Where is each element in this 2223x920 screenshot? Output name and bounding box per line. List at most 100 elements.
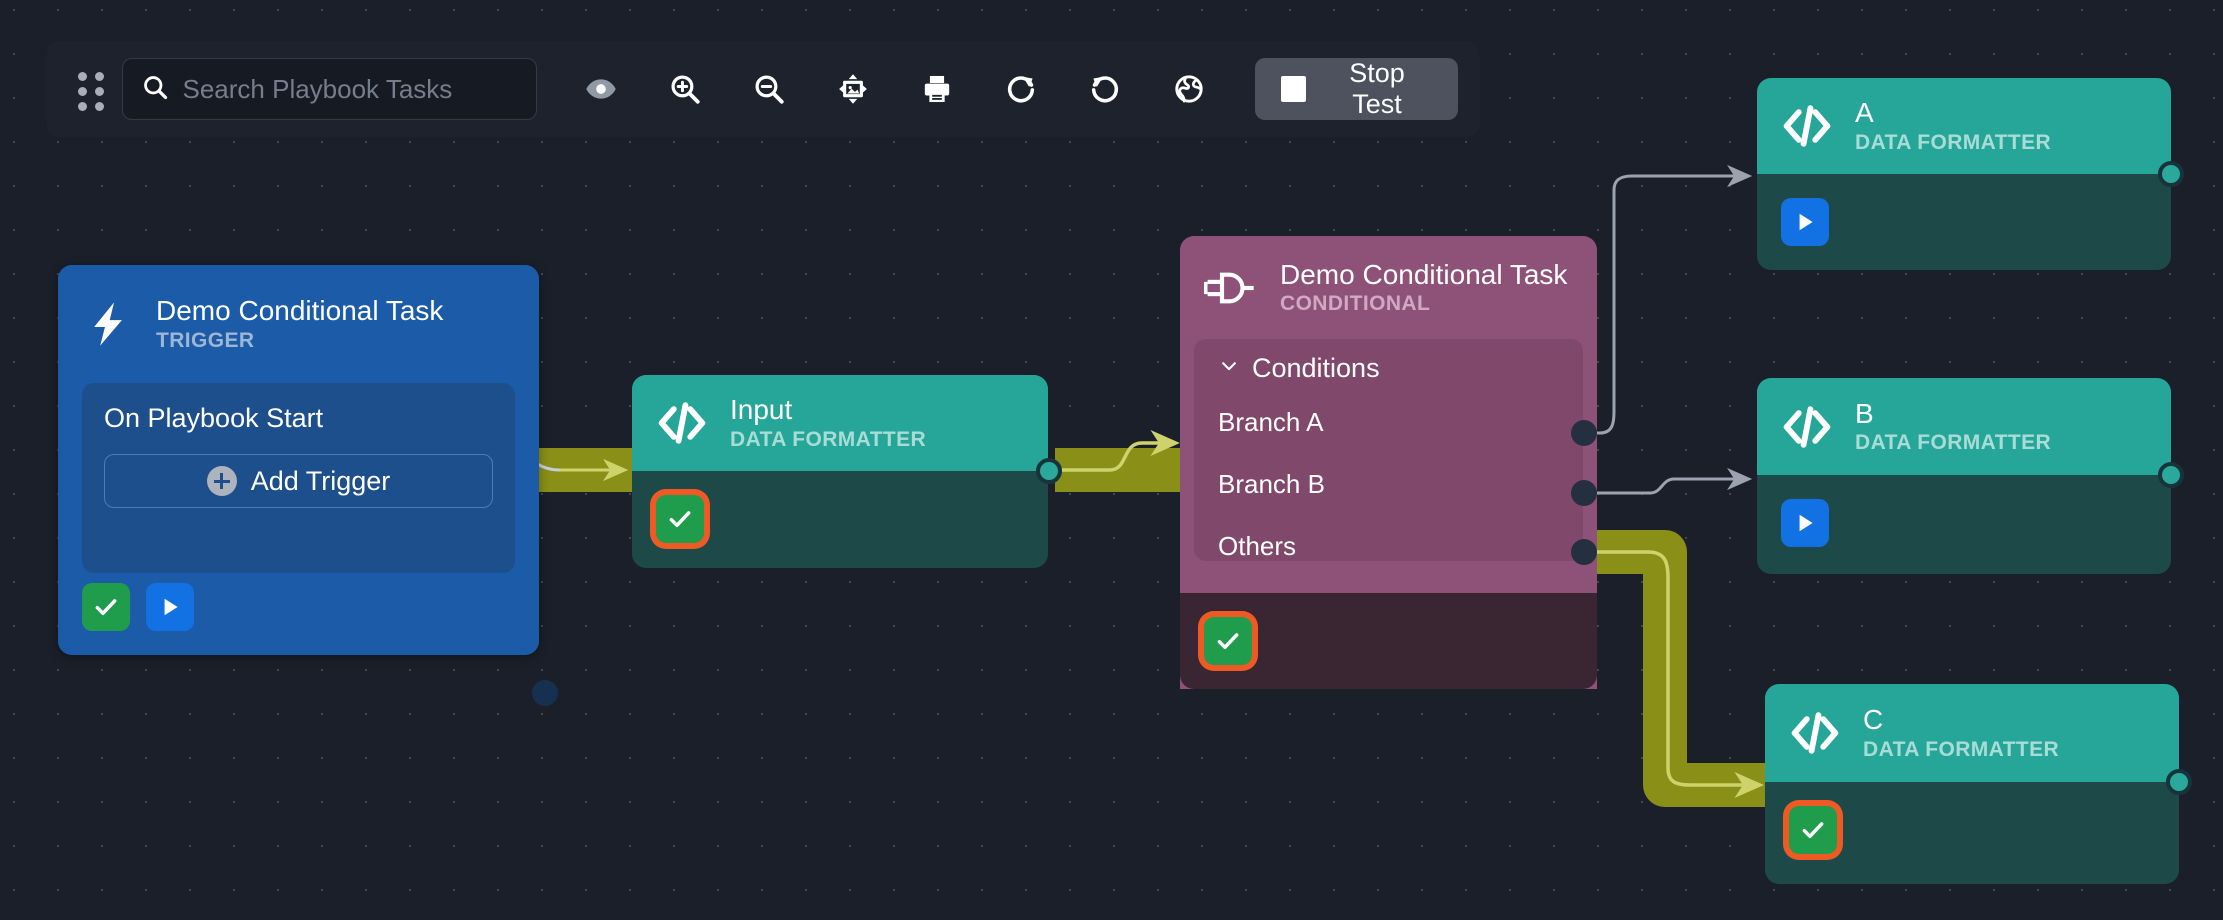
redo-icon <box>1004 72 1038 106</box>
toggle-visibility-button[interactable] <box>559 58 643 120</box>
code-brackets-icon <box>656 397 708 449</box>
node-conditional[interactable]: Demo Conditional Task CONDITIONAL Condit… <box>1180 236 1597 689</box>
node-input-header[interactable]: Input DATA FORMATTER <box>632 375 1048 471</box>
node-c-badges <box>1789 806 1837 854</box>
node-b-body <box>1757 475 2171 574</box>
play-icon <box>1792 510 1818 536</box>
node-c[interactable]: C DATA FORMATTER <box>1765 684 2179 884</box>
others-output-port[interactable] <box>1571 539 1597 565</box>
node-trigger[interactable]: Demo Conditional Task TRIGGER On Playboo… <box>58 265 539 655</box>
node-b-header[interactable]: B DATA FORMATTER <box>1757 378 2171 475</box>
edge-input-to-conditional <box>1053 443 1180 470</box>
status-success-badge[interactable] <box>1789 806 1837 854</box>
run-badge[interactable] <box>1781 198 1829 246</box>
logic-gate-icon <box>1204 268 1258 308</box>
drag-dots-icon[interactable] <box>78 72 108 106</box>
eye-icon <box>584 72 618 106</box>
zoom-out-button[interactable] <box>727 58 811 120</box>
node-trigger-body: On Playbook Start Add Trigger <box>58 383 539 655</box>
zoom-out-icon <box>752 72 786 106</box>
input-output-port[interactable] <box>1036 458 1062 484</box>
chevron-down-icon <box>1218 355 1240 382</box>
play-icon <box>1792 209 1818 235</box>
canvas-toolbar: Stop Test <box>46 41 1480 137</box>
conditions-toggle[interactable]: Conditions <box>1194 353 1583 384</box>
search-playbook-tasks[interactable] <box>122 58 537 120</box>
node-a-output-port[interactable] <box>2158 161 2184 187</box>
play-icon <box>157 594 183 620</box>
check-icon <box>1214 627 1242 655</box>
edge-others-to-c <box>1586 552 1765 785</box>
run-badge[interactable] <box>146 583 194 631</box>
trigger-output-port[interactable] <box>532 680 558 706</box>
globe-button[interactable] <box>1147 58 1231 120</box>
node-trigger-title: Demo Conditional Task <box>156 296 443 325</box>
node-input-title: Input <box>730 395 926 424</box>
toolbar-icon-group <box>559 58 1231 120</box>
edge-branch-b-to-b <box>1586 479 1742 493</box>
node-c-output-port[interactable] <box>2166 769 2192 795</box>
node-b-subtitle: DATA FORMATTER <box>1855 432 2051 454</box>
plus-circle-icon <box>207 466 237 496</box>
undo-icon <box>1088 72 1122 106</box>
trigger-config-panel: On Playbook Start Add Trigger <box>82 383 515 573</box>
node-a-body <box>1757 174 2171 270</box>
node-b[interactable]: B DATA FORMATTER <box>1757 378 2171 574</box>
stop-test-button[interactable]: Stop Test <box>1255 58 1459 120</box>
zoom-in-button[interactable] <box>643 58 727 120</box>
branch-b-output-port[interactable] <box>1571 480 1597 506</box>
status-success-badge[interactable] <box>656 495 704 543</box>
search-input[interactable] <box>183 74 518 105</box>
status-success-badge[interactable] <box>1204 617 1252 665</box>
node-c-header[interactable]: C DATA FORMATTER <box>1765 684 2179 782</box>
fit-to-screen-button[interactable] <box>811 58 895 120</box>
node-input-body <box>632 471 1048 568</box>
node-c-body <box>1765 782 2179 884</box>
node-input-badges <box>656 495 704 543</box>
zoom-in-icon <box>668 72 702 106</box>
add-trigger-button[interactable]: Add Trigger <box>104 454 493 508</box>
node-input[interactable]: Input DATA FORMATTER <box>632 375 1048 568</box>
condition-row-others[interactable]: Others <box>1194 522 1583 570</box>
node-a-header[interactable]: A DATA FORMATTER <box>1757 78 2171 174</box>
node-a-subtitle: DATA FORMATTER <box>1855 132 2051 154</box>
undo-button[interactable] <box>1063 58 1147 120</box>
status-success-badge[interactable] <box>82 583 130 631</box>
node-trigger-header[interactable]: Demo Conditional Task TRIGGER <box>58 265 539 383</box>
node-conditional-badges <box>1204 617 1252 665</box>
run-badge[interactable] <box>1781 499 1829 547</box>
code-brackets-icon <box>1781 100 1833 152</box>
conditions-panel: Conditions Branch A Branch B Others <box>1194 339 1583 561</box>
node-conditional-title: Demo Conditional Task <box>1280 260 1567 289</box>
conditions-label: Conditions <box>1252 353 1380 384</box>
node-trigger-subtitle: TRIGGER <box>156 330 443 352</box>
node-b-badges <box>1781 499 1829 547</box>
print-button[interactable] <box>895 58 979 120</box>
node-a-title: A <box>1855 98 2051 127</box>
node-c-subtitle: DATA FORMATTER <box>1863 739 2059 761</box>
add-trigger-label: Add Trigger <box>251 466 391 497</box>
redo-button[interactable] <box>979 58 1063 120</box>
node-conditional-header[interactable]: Demo Conditional Task CONDITIONAL <box>1180 236 1597 339</box>
node-c-title: C <box>1863 705 2059 734</box>
condition-label: Branch B <box>1218 469 1325 500</box>
condition-row-branch-b[interactable]: Branch B <box>1194 460 1583 508</box>
node-a[interactable]: A DATA FORMATTER <box>1757 78 2171 270</box>
node-b-title: B <box>1855 399 2051 428</box>
check-icon <box>92 593 120 621</box>
print-icon <box>920 72 954 106</box>
node-a-badges <box>1781 198 1829 246</box>
trigger-event-label: On Playbook Start <box>104 403 493 434</box>
code-brackets-icon <box>1789 707 1841 759</box>
check-icon <box>666 505 694 533</box>
condition-row-branch-a[interactable]: Branch A <box>1194 398 1583 446</box>
stop-test-label: Stop Test <box>1322 58 1432 120</box>
condition-label: Branch A <box>1218 407 1324 438</box>
node-b-output-port[interactable] <box>2158 462 2184 488</box>
search-icon <box>141 73 169 106</box>
stop-square-icon <box>1281 76 1307 102</box>
check-icon <box>1799 816 1827 844</box>
branch-a-output-port[interactable] <box>1571 420 1597 446</box>
globe-icon <box>1172 72 1206 106</box>
